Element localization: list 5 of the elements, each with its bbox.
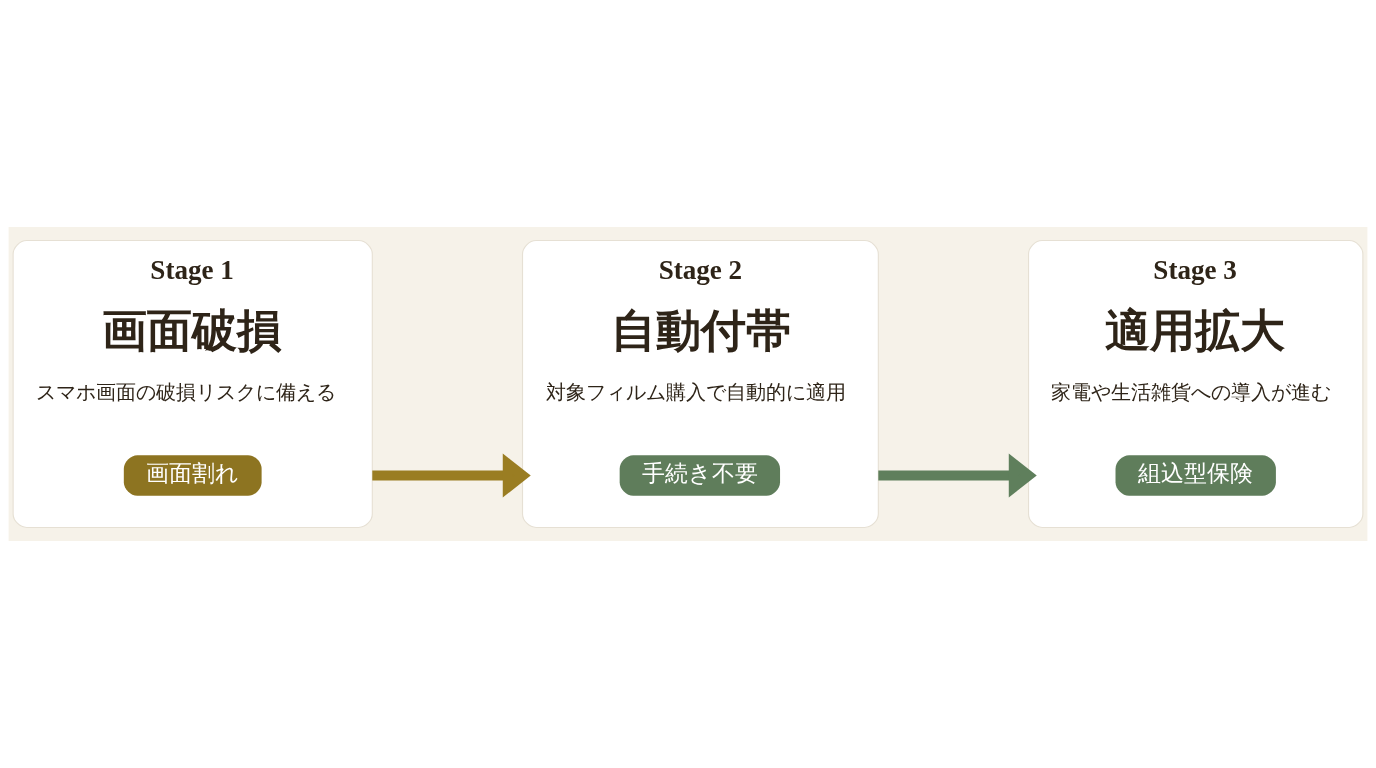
arrow	[372, 453, 531, 498]
node-box: 組込型保険	[1115, 455, 1276, 496]
node-box: 手続き不要	[619, 455, 781, 496]
node-box: 画面割れ	[123, 455, 262, 496]
arrow	[878, 453, 1037, 498]
